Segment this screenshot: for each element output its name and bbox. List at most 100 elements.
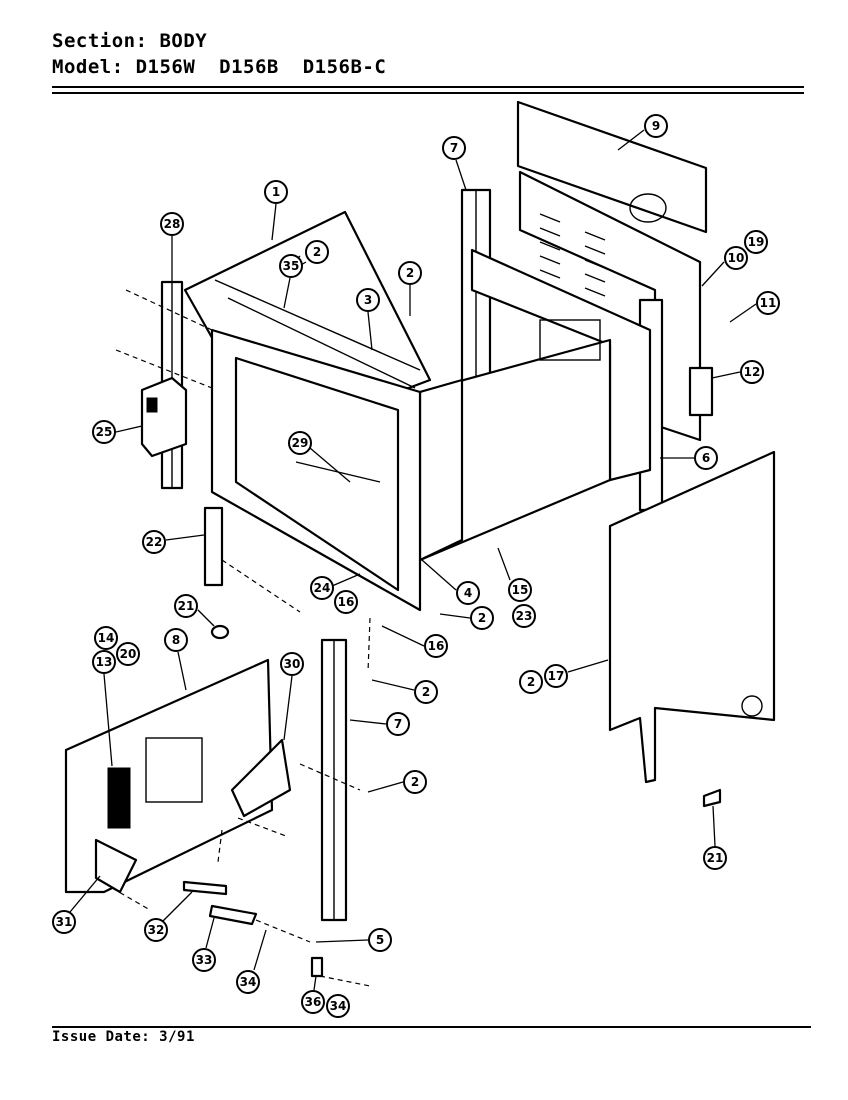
callout-30: 30	[280, 652, 304, 741]
callout-label: 2	[422, 685, 430, 699]
callout-label: 36	[305, 995, 322, 1009]
model-label: Model:	[52, 56, 124, 78]
callout-label: 16	[338, 595, 355, 609]
callout-label: 15	[512, 583, 529, 597]
footer-rule	[52, 1026, 811, 1028]
callout-11: 11	[729, 291, 780, 323]
callout-label: 1	[272, 185, 280, 199]
callout-21-foot: 21	[174, 594, 215, 627]
callout-29: 29	[288, 431, 351, 483]
callout-label: 6	[702, 451, 710, 465]
callout-label: 29	[292, 436, 309, 450]
callout-label: 7	[450, 141, 458, 155]
callout-label: 5	[376, 933, 384, 947]
callout-label: 34	[240, 975, 257, 989]
callout-9: 9	[617, 114, 668, 151]
callout-25: 25	[92, 420, 143, 444]
callout-label: 35	[283, 259, 300, 273]
model-values: D156W D156B D156B-C	[135, 56, 387, 78]
callout-13: 13	[92, 650, 116, 767]
header-rule-bottom	[52, 92, 804, 94]
callout-34-lower: 34	[236, 929, 267, 994]
callout-label: 2	[313, 245, 321, 259]
callout-label: 28	[164, 217, 181, 231]
callout-10: 10	[701, 246, 748, 287]
callout-label: 25	[96, 425, 113, 439]
callout-7-front: 7	[349, 712, 410, 736]
callout-label: 12	[744, 365, 761, 379]
callout-6: 6	[660, 446, 718, 470]
callout-label: 13	[96, 655, 113, 669]
callout-5: 5	[315, 928, 392, 952]
model-heading: Model: D156W D156B D156B-C	[52, 56, 386, 78]
callout-2-screw: 2	[398, 261, 422, 316]
corner-bracket-part	[230, 738, 292, 818]
callout-34-clip: 34	[326, 994, 350, 1018]
bottom-clip-part	[310, 956, 324, 978]
front-leg-part	[203, 506, 224, 587]
callout-8: 8	[164, 628, 188, 691]
callout-17: 17	[544, 659, 609, 688]
callout-label: 17	[548, 669, 565, 683]
callout-label: 20	[120, 647, 137, 661]
oven-liner-part	[418, 248, 652, 562]
callout-label: 30	[284, 657, 301, 671]
callout-label: 19	[748, 235, 765, 249]
callout-label: 2	[411, 775, 419, 789]
side-panel-part	[608, 450, 776, 784]
callout-label: 32	[148, 923, 165, 937]
callout-23: 23	[512, 604, 536, 628]
callout-35: 35	[279, 254, 303, 309]
front-frame-part	[210, 328, 422, 612]
callout-15: 15	[497, 547, 532, 602]
callout-28: 28	[160, 212, 184, 282]
callout-label: 9	[652, 119, 660, 133]
issue-date: Issue Date: 3/91	[52, 1029, 195, 1045]
callout-22: 22	[142, 530, 205, 554]
callout-16-frame: 16	[334, 590, 358, 614]
callout-2-post: 2	[367, 770, 427, 794]
callout-7-top: 7	[442, 136, 467, 191]
callout-label: 14	[98, 631, 115, 645]
control-panel-part	[64, 658, 274, 894]
callout-label: 4	[464, 586, 472, 600]
vent-slots	[539, 213, 606, 297]
callout-16-hinge: 16	[381, 625, 448, 658]
callout-1: 1	[264, 180, 288, 241]
callout-label: 23	[516, 609, 533, 623]
callout-21-clip: 21	[703, 805, 727, 870]
section-heading: Section: BODY	[52, 30, 207, 52]
callout-31: 31	[52, 875, 101, 934]
callout-24: 24	[310, 573, 361, 600]
issue-date-value: 3/91	[159, 1029, 195, 1045]
callout-2-lower: 2	[371, 679, 438, 704]
header-rule-top	[52, 86, 804, 88]
callout-label: 2	[406, 266, 414, 280]
callout-label: 31	[56, 915, 73, 929]
callout-label: 22	[146, 535, 163, 549]
callout-33: 33	[192, 917, 216, 972]
callout-label: 21	[178, 599, 195, 613]
callout-20: 20	[116, 642, 140, 666]
callout-label: 34	[330, 999, 347, 1013]
callout-label: 2	[478, 611, 486, 625]
callout-label: 21	[707, 851, 724, 865]
callout-label: 24	[314, 581, 331, 595]
small-clip-part	[702, 788, 722, 808]
top-panel-part	[516, 100, 708, 234]
section-label: Section:	[52, 30, 148, 52]
issue-date-label: Issue Date:	[52, 1029, 151, 1045]
callout-label: 3	[364, 293, 372, 307]
terminal-block-part	[208, 904, 258, 926]
callout-36: 36	[301, 975, 325, 1014]
callout-2-side: 2	[519, 670, 543, 694]
callout-12: 12	[711, 360, 764, 384]
callout-label: 8	[172, 633, 180, 647]
section-value: BODY	[159, 30, 208, 52]
callout-label: 11	[760, 296, 777, 310]
callout-14: 14	[94, 626, 118, 650]
callout-4: 4	[421, 559, 480, 605]
hinge-bracket-part	[94, 838, 138, 894]
callout-label: 7	[394, 717, 402, 731]
